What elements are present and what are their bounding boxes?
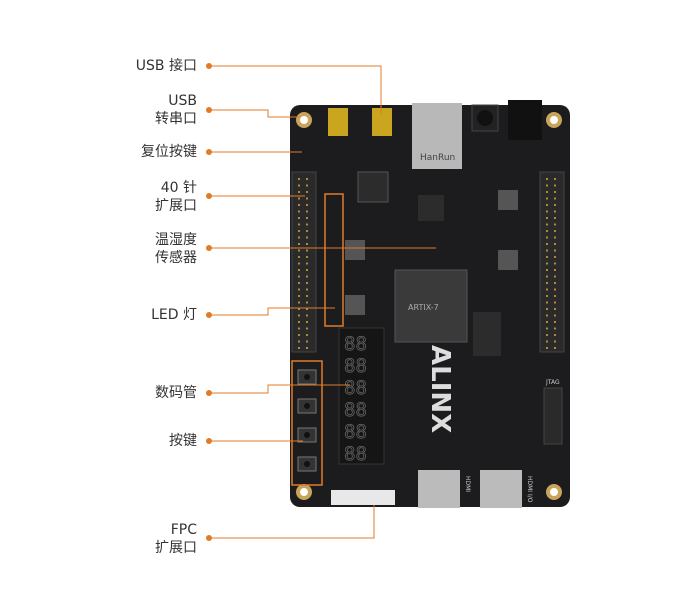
ethernet-brand: HanRun — [420, 153, 455, 163]
leader-seven-segment — [209, 384, 350, 394]
leader-dot — [206, 245, 212, 251]
leader-led — [209, 307, 335, 316]
usb-connector — [328, 108, 348, 136]
digit: 88 — [344, 421, 367, 443]
fpc-connector — [331, 490, 395, 505]
brand-logo: ALINX — [425, 345, 455, 433]
label-usb-port: USB 接口 — [135, 58, 197, 74]
leader-usb-port — [209, 65, 382, 115]
leader-dot — [206, 63, 212, 69]
label-40pin: 40 针扩展口 — [155, 180, 197, 214]
svg-text:JTAG: JTAG — [545, 379, 560, 386]
leader-dot — [206, 193, 212, 199]
label-sensor: 温湿度传感器 — [155, 232, 197, 266]
seven-segment-display — [338, 327, 385, 465]
digit: 88 — [344, 443, 367, 465]
digit: 88 — [344, 355, 367, 377]
fpga-chip — [394, 269, 468, 343]
leader-dot — [206, 535, 212, 541]
leader-usb-serial — [209, 109, 300, 118]
svg-text:HDMI: HDMI — [464, 476, 471, 492]
expansion-header-left — [291, 171, 317, 353]
expansion-header-right — [539, 171, 565, 353]
label-reset-key: 复位按键 — [141, 144, 197, 160]
leader-dot — [206, 438, 212, 444]
digit: 88 — [344, 333, 367, 355]
leader-dot — [206, 107, 212, 113]
hdmi-in-connector — [418, 470, 460, 508]
leader-fpc — [209, 505, 375, 539]
jtag-header — [543, 387, 563, 445]
leader-dot — [206, 312, 212, 318]
label-led: LED 灯 — [151, 307, 197, 323]
keys-highlight-box — [291, 360, 323, 486]
hdmi-out-connector — [480, 470, 522, 508]
leader-dot — [206, 149, 212, 155]
svg-text:HDMI I/O: HDMI I/O — [526, 476, 533, 503]
label-keys: 按键 — [169, 433, 197, 449]
label-seven-segment: 数码管 — [155, 385, 197, 401]
digit: 88 — [344, 377, 367, 399]
fpga-label: ARTIX-7 — [408, 303, 439, 312]
leader-dot — [206, 390, 212, 396]
led-highlight-box — [324, 193, 344, 327]
ethernet-jack — [412, 103, 462, 169]
digit: 88 — [344, 399, 367, 421]
usb-serial-connector — [372, 108, 392, 136]
